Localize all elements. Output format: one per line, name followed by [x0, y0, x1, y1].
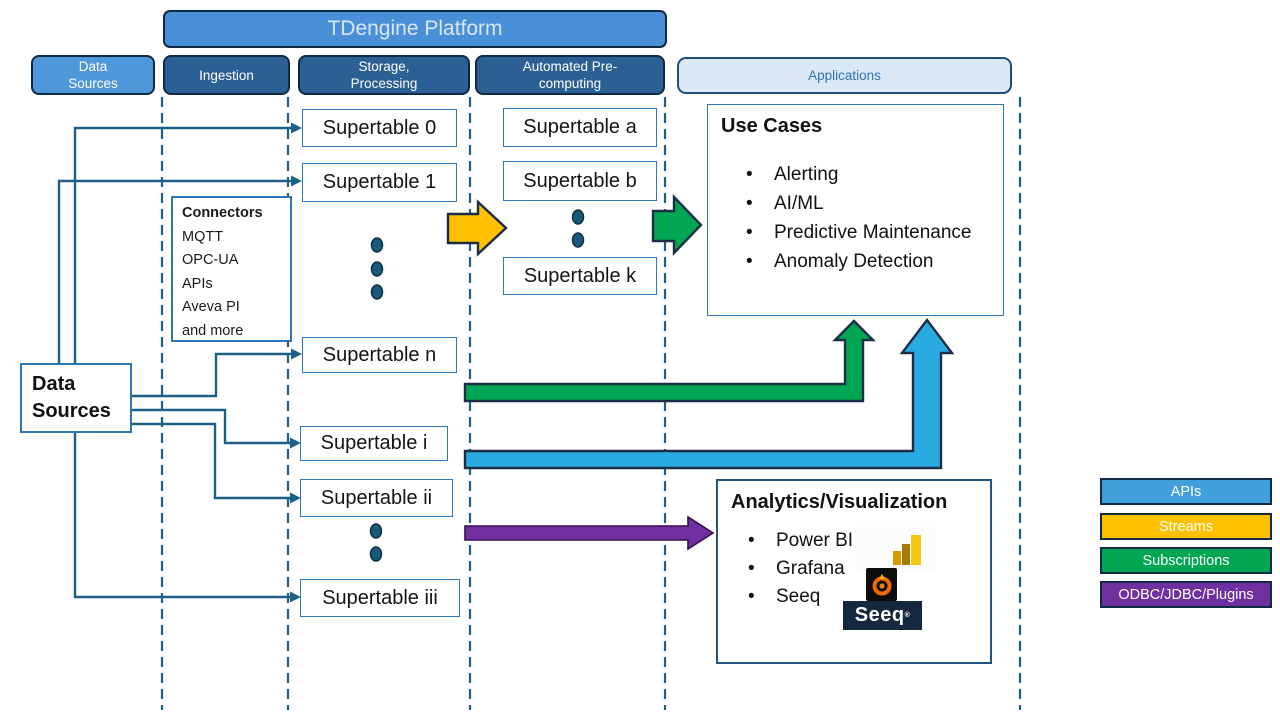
supertable-k-box: Supertable k: [503, 257, 657, 295]
supertable-n-box: Supertable n: [302, 337, 457, 373]
seeq-registered-mark: ®: [904, 611, 911, 619]
analytics-visualization-panel: Analytics/Visualization Power BI Grafana…: [716, 479, 992, 664]
legend-odbc-jdbc-plugins: ODBC/JDBC/Plugins: [1100, 581, 1272, 608]
data-source-connector-lines: [57, 126, 291, 599]
supertable-b-box: Supertable b: [503, 161, 657, 201]
analytics-item-seeq: Seeq: [718, 583, 990, 611]
use-case-anomaly-detection: Anomaly Detection: [708, 247, 1003, 276]
data-sources-box: Data Sources: [20, 363, 132, 433]
ellipsis-dots: [369, 209, 585, 562]
grafana-flame-glyph: [872, 573, 891, 595]
connector-item-apis: APIs: [182, 275, 213, 292]
supertable-0-box: Supertable 0: [302, 109, 457, 147]
subscriptions-arrow-to-usecases: [651, 194, 703, 256]
use-cases-panel: Use Cases Alerting AI/ML Predictive Main…: [707, 104, 1004, 316]
powerbi-icon: [893, 535, 923, 565]
supertable-1-box: Supertable 1: [302, 163, 457, 202]
grafana-icon: [866, 568, 897, 601]
platform-title-banner: TDengine Platform: [163, 10, 667, 48]
connector-item-more: and more: [182, 322, 244, 339]
column-header-storage-processing: Storage, Processing: [298, 55, 470, 95]
connectors-box: Connectors MQTT OPC-UA APIs Aveva PI and…: [171, 196, 292, 342]
connector-arrowheads: [290, 122, 302, 603]
connectors-title: Connectors: [182, 205, 263, 221]
legend-streams: Streams: [1100, 513, 1272, 540]
connector-item-mqtt: MQTT: [182, 228, 224, 245]
column-header-data-sources: Data Sources: [31, 55, 155, 95]
use-case-aiml: AI/ML: [708, 189, 1003, 218]
supertable-a-box: Supertable a: [503, 108, 657, 147]
analytics-item-powerbi: Power BI: [718, 527, 990, 555]
use-cases-title: Use Cases: [721, 115, 823, 137]
connector-item-avevapi: Aveva PI: [182, 299, 240, 315]
column-header-applications: Applications: [677, 57, 1012, 94]
subscriptions-elbow-arrow: [463, 319, 876, 403]
column-header-ingestion: Ingestion: [163, 55, 290, 95]
seeq-logo: Seeq®: [843, 601, 922, 630]
use-case-alerting: Alerting: [708, 160, 1003, 189]
supertable-iii-box: Supertable iii: [300, 579, 460, 617]
use-case-predictive-maintenance: Predictive Maintenance: [708, 218, 1003, 247]
apis-elbow-arrow: [463, 318, 955, 470]
connector-item-opcua: OPC-UA: [182, 252, 239, 268]
supertable-i-box: Supertable i: [300, 426, 448, 461]
supertable-ii-box: Supertable ii: [300, 479, 453, 517]
analytics-item-grafana: Grafana: [718, 555, 990, 583]
legend-apis: APIs: [1100, 478, 1272, 505]
analytics-title: Analytics/Visualization: [731, 491, 948, 513]
column-header-automated-precomputing: Automated Pre- computing: [475, 55, 665, 95]
legend-subscriptions: Subscriptions: [1100, 547, 1272, 574]
seeq-logo-text: Seeq: [854, 604, 905, 626]
streams-arrow: [446, 199, 508, 257]
odbc-arrow-to-analytics: [464, 515, 715, 551]
